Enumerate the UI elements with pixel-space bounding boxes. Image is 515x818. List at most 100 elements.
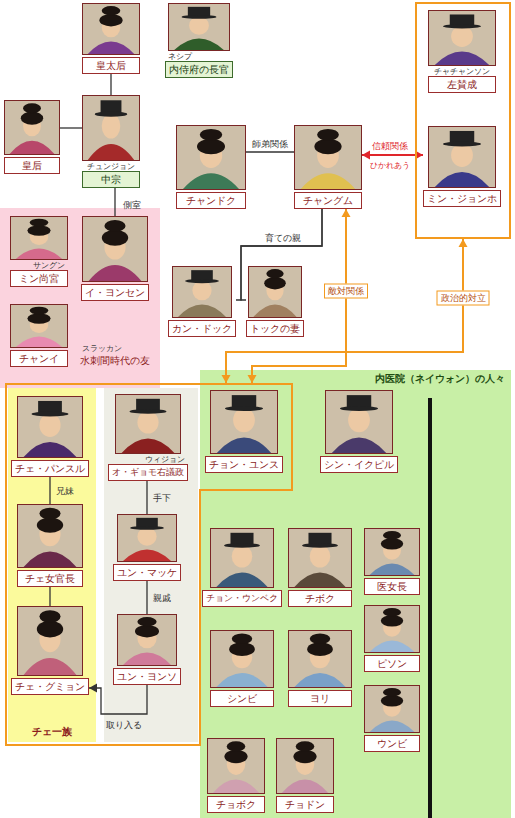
connector-line — [49, 587, 50, 606]
portrait-photo — [364, 605, 420, 653]
figure-hat — [136, 518, 158, 528]
connector-line — [362, 154, 423, 156]
figure-hair-bun — [30, 307, 49, 315]
group-region: チェ一族チェ・パンスルチェ女官長チェ・グミョン — [8, 388, 96, 742]
figure-face — [451, 26, 473, 47]
relation-label: 兄妹 — [56, 486, 74, 497]
character-card: チェ・グミョン — [11, 606, 89, 695]
name-label: シンビ — [210, 690, 274, 707]
figure-body — [435, 52, 489, 66]
figure-hair — [307, 642, 333, 656]
figure-hat-brim — [185, 279, 219, 283]
photo-frame — [118, 615, 177, 666]
photo-frame — [289, 631, 352, 688]
figure-hair — [381, 538, 403, 550]
name-label: チェ女官長 — [17, 570, 83, 587]
figure-body — [16, 249, 62, 260]
figure-body — [24, 552, 77, 568]
connector — [147, 481, 148, 514]
portrait-photo — [428, 126, 496, 188]
name-label: 内侍府の長官 — [165, 61, 233, 78]
group-region: チャチャンソン左賛成ミン・ジョンホ — [415, 2, 511, 239]
figure-hat-brim — [130, 526, 164, 530]
name-label: トックの妻 — [246, 320, 304, 337]
arrowhead — [342, 209, 351, 217]
portrait-photo — [17, 504, 83, 568]
figure-hair — [197, 139, 225, 155]
photo-frame — [173, 267, 232, 318]
photo-frame — [277, 739, 334, 794]
character-card: チボク — [288, 528, 352, 607]
character-card: ユン・マッケ — [113, 514, 181, 581]
character-card: チェ女官長 — [17, 504, 83, 587]
region-fills — [0, 208, 511, 818]
photo-frame — [18, 397, 83, 458]
name-label: カン・ドック — [168, 320, 236, 337]
figure-body — [10, 141, 55, 154]
character-card: ウンビ — [364, 685, 420, 752]
figure-face — [348, 408, 370, 432]
photo-frame — [11, 217, 68, 260]
figure-hair — [229, 642, 255, 656]
connector — [60, 128, 82, 129]
arrowhead — [459, 239, 468, 247]
connector — [115, 188, 116, 216]
character-card: 皇后 — [4, 100, 60, 174]
figure-hair-bun — [104, 220, 125, 232]
figure-hat-brim — [340, 406, 378, 411]
name-label: チョン・ユンス — [205, 456, 283, 473]
character-card: ヨリ — [288, 630, 352, 707]
photo-frame — [365, 529, 420, 576]
figure-body — [88, 42, 134, 55]
figure-body — [294, 573, 345, 588]
photo-frame — [18, 607, 83, 676]
photo-frame — [429, 127, 496, 188]
photo-frame — [249, 267, 302, 318]
connector — [246, 152, 294, 153]
portrait-photo — [364, 528, 420, 576]
connector-line — [89, 685, 147, 714]
name-label: チャンドク — [176, 192, 246, 209]
relation-label: 信頼関係 — [372, 141, 408, 152]
character-card: シンビ — [210, 630, 274, 707]
photo-frame — [83, 96, 140, 161]
group-region: 内医院（ネイウォン）の人々シン・イクピルチョン・ウンベクチボク医女長シンビヨリピ… — [200, 370, 511, 818]
figure-body — [89, 265, 142, 281]
character-card: ウィジョンオ・ギョモ右議政 — [108, 394, 188, 481]
figure-hair-bun — [266, 269, 283, 278]
portrait-photo — [210, 528, 274, 588]
figure-hair-bun — [200, 129, 222, 141]
figure-body — [435, 172, 489, 187]
photo-frame — [211, 529, 274, 588]
figure-body — [216, 573, 267, 588]
name-label: 左賛成 — [428, 76, 496, 93]
figure-hair-bun — [296, 741, 315, 751]
figure-face — [192, 281, 211, 301]
group-outline-path — [6, 384, 292, 745]
figure-body — [370, 641, 415, 653]
connector-line — [114, 188, 115, 216]
character-card: イ・ヨンセン — [81, 216, 149, 301]
figure-body — [88, 144, 134, 160]
note-label: ひかれあう — [370, 160, 410, 171]
character-card: ミン・ジョンホ — [423, 126, 501, 207]
figure-hair — [381, 615, 403, 627]
region-fill — [200, 370, 511, 818]
figure-body — [282, 780, 328, 794]
portrait-photo — [4, 100, 60, 155]
relation-label: 敵対関係 — [324, 284, 368, 299]
figure-hair — [293, 750, 316, 763]
character-card: チョボク — [207, 738, 265, 813]
relation-label: 手下 — [153, 493, 171, 504]
figure-hair — [381, 695, 403, 707]
photo-frame — [365, 606, 420, 653]
region-label: 水刺間時代の友 — [80, 355, 150, 366]
portrait-photo — [364, 685, 420, 733]
figure-hair — [27, 313, 50, 324]
portrait-photo — [207, 738, 265, 794]
photo-frame — [116, 395, 181, 454]
photo-frame — [289, 529, 352, 588]
figure-hair-bun — [39, 508, 60, 520]
ruby-reading: チャチャンソン — [428, 67, 496, 76]
